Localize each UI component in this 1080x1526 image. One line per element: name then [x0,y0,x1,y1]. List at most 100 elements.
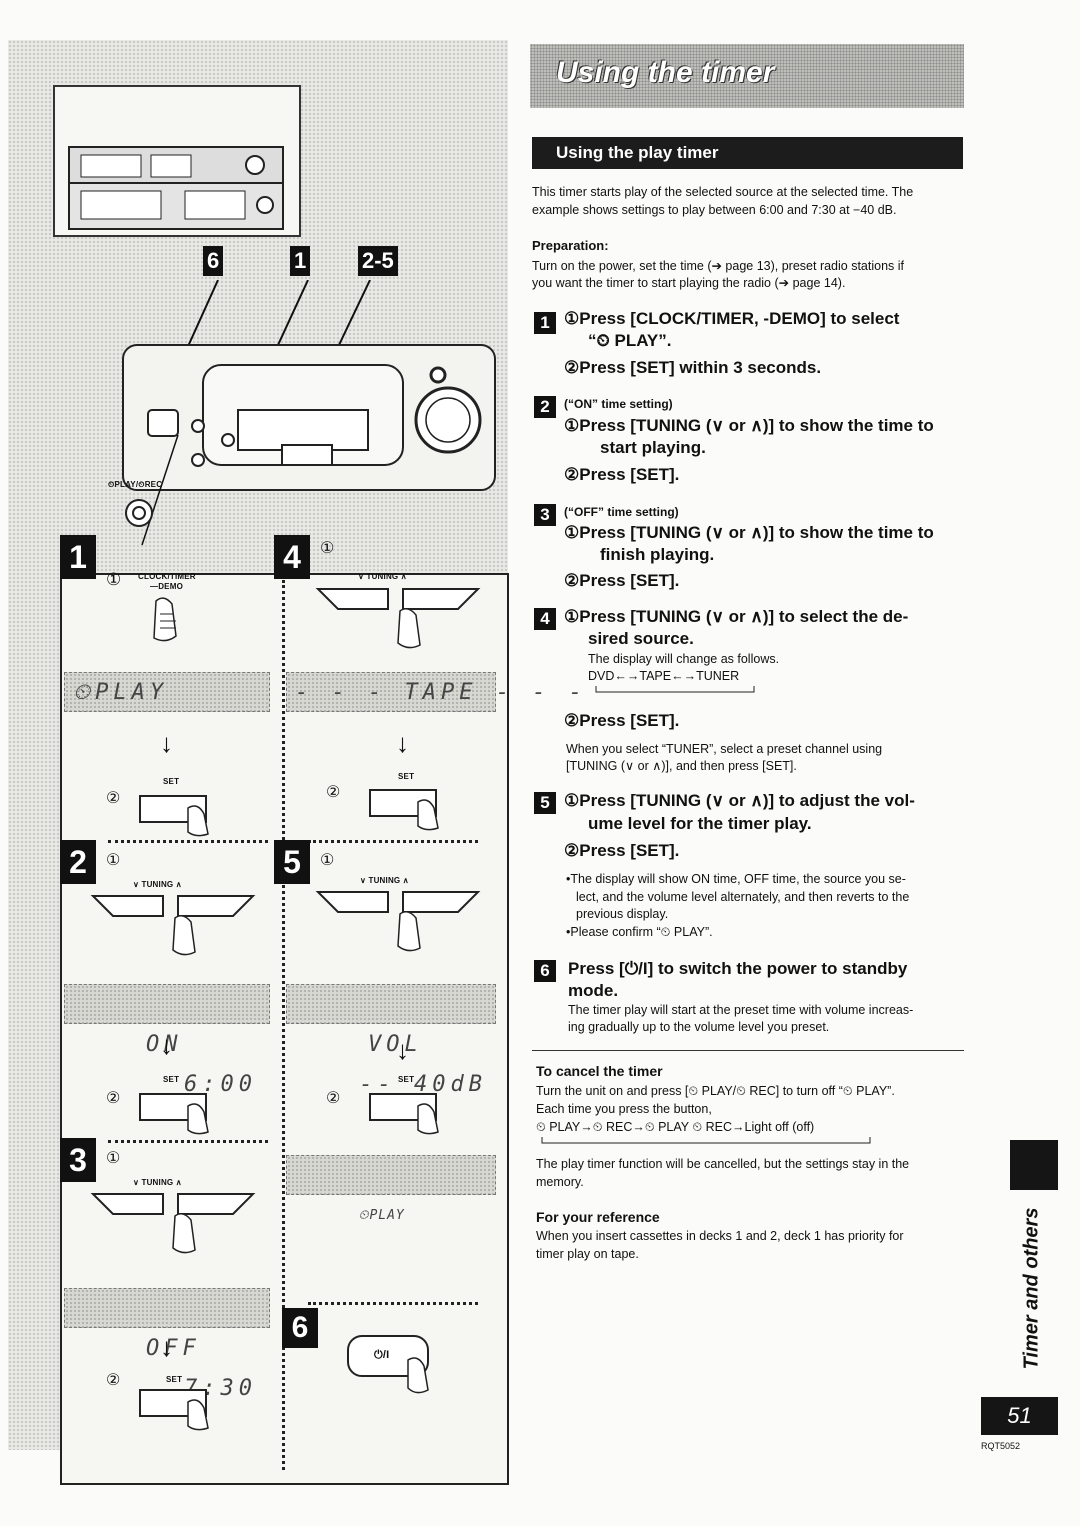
page-title-banner: Using the timer [530,44,964,108]
tuning-label: ∨ TUNING ∧ [358,572,407,581]
step-circle-1: ① [106,852,121,869]
cancel-heading: To cancel the timer [536,1063,663,1079]
step3-instruction-cont: finish playing. [600,545,715,564]
panel-number-3: 3 [60,1138,96,1182]
step-number-4: 4 [534,608,556,630]
step6-instruction: Press [⏻/I] to switch the power to stand… [568,959,908,978]
clock-timer-label: CLOCK/TIMER [138,572,196,581]
intro-line-1: This timer starts play of the selected s… [532,185,914,199]
step4-tip-1: When you select “TUNER”, select a preset… [566,742,883,756]
reference-line-1: When you insert cassettes in decks 1 and… [536,1229,904,1243]
step-circle-2: ② [106,1372,121,1389]
step-circle-1: ① [106,1150,121,1167]
reference-heading: For your reference [536,1209,660,1225]
preparation-heading: Preparation: [532,238,609,253]
tuning-buttons-icon[interactable] [308,888,493,958]
set-label: SET [163,1075,180,1084]
step6-instruction-cont: mode. [568,981,619,1000]
set-label: SET [166,1375,183,1384]
side-tab-marker [1010,1140,1058,1190]
divider [108,1140,268,1143]
step2-note: (“ON” time setting) [564,397,673,411]
tuning-buttons-icon[interactable] [308,585,493,655]
loop-arrow-icon [541,1137,871,1144]
step5-bullet-2: •Please confirm “⏲ PLAY”. [566,925,713,939]
side-tab: Timer and others [997,1205,1067,1375]
set-button-icon[interactable] [368,782,448,832]
lcd-off-label: OFF [145,1336,201,1361]
set-button-icon[interactable] [368,1086,448,1136]
lcd-display-timer-play: ⏲PLAY [286,1155,496,1223]
page-title: Using the timer [556,56,775,89]
step4-description: The display will change as follows. [588,652,780,666]
step-number-5: 5 [534,792,556,814]
step2-instruction-2: ②Press [SET]. [564,465,680,484]
page-number: 51 [981,1397,1058,1435]
tuning-label: ∨ TUNING ∧ [360,876,409,885]
step-circle-2: ② [326,1090,341,1107]
divider [308,1302,478,1305]
lcd-display-tape: - - - TAPE - - - [286,672,582,712]
tag-step-1: 1 [290,246,311,276]
step2-instruction: ①Press [TUNING (∨ or ∧)] to show the tim… [564,416,934,435]
step4-instruction-2: ②Press [SET]. [564,711,680,730]
cancel-line-2: Each time you press the button, [536,1102,712,1116]
divider [532,1050,964,1051]
step-circle-1: ① [320,540,335,557]
set-button-icon[interactable] [138,1086,218,1136]
demo-label: —DEMO [150,582,183,591]
front-panel-drawing [122,280,496,546]
step-number-2: 2 [534,396,556,418]
hand-press-icon [153,597,177,642]
step4-source-flow: DVD←→TAPE←→TUNER [588,669,740,683]
step1-instruction: ①Press [CLOCK/TIMER, -DEMO] to select [564,309,900,328]
step6-description-1: The timer play will start at the preset … [568,1003,914,1017]
step3-instruction: ①Press [TUNING (∨ or ∧)] to show the tim… [564,523,934,542]
stereo-unit-thumbnail [53,85,301,237]
lcd-display-volume: VOL -- 40dB [286,984,496,1097]
panel-number-5: 5 [274,840,310,884]
panel-number-4: 4 [274,535,310,579]
lcd-timer-play-indicator: ⏲PLAY [358,1208,405,1223]
lcd-vol-value: -- 40dB [359,1072,487,1097]
tuning-buttons-icon[interactable] [83,1190,268,1260]
cancel-line-5: memory. [536,1175,584,1189]
step-number-3: 3 [534,504,556,526]
side-tab-label: Timer and others [1020,1207,1043,1370]
intro-line-2: example shows settings to play between 6… [532,203,897,217]
step-number-6: 6 [534,960,556,982]
section-heading: Using the play timer [532,137,963,169]
column-divider [282,580,285,1470]
arrow-down-icon: ↓ [160,1332,173,1362]
step5-instruction: ①Press [TUNING (∨ or ∧)] to adjust the v… [564,791,915,810]
step2-instruction-cont: start playing. [600,438,706,457]
step1-instruction-2: ②Press [SET] within 3 seconds. [564,358,822,377]
step3-note: (“OFF” time setting) [564,505,679,519]
play-rec-button-icon [125,499,153,527]
set-label: SET [398,1075,415,1084]
step-circle-2: ② [326,784,341,801]
set-button-icon[interactable] [138,1382,218,1432]
cancel-line-1: Turn the unit on and press [⏲ PLAY/⏲ REC… [536,1084,895,1098]
arrow-down-icon: ↓ [396,1035,409,1065]
panel-number-2: 2 [60,840,96,884]
power-button-icon[interactable] [344,1330,444,1400]
step5-instruction-cont: ume level for the timer play. [588,814,812,833]
document-code: RQT5052 [981,1441,1021,1451]
play-rec-button-label: ⏲PLAY/⏲REC [108,480,163,489]
lcd-display-play: ⏲PLAY [64,672,270,712]
tuning-label: ∨ TUNING ∧ [133,1178,182,1187]
panel-number-1: 1 [60,535,96,579]
lcd-on-time: 6:00 [184,1072,257,1097]
arrow-down-icon: ↓ [160,728,173,758]
illustration-panel: 6 1 2-5 ⏲PLAY/⏲REC 1 ① CLOCK/TIMER —DEMO [8,40,582,1485]
step-circle-1: ① [106,570,122,589]
tuning-buttons-icon[interactable] [83,892,268,962]
set-label: SET [398,772,415,781]
cancel-sequence: ⏲ PLAY→⏲ REC→⏲ PLAY ⏲ REC→Light off (off… [536,1120,815,1134]
set-button-icon[interactable] [138,788,218,838]
step-circle-2: ② [106,1090,121,1107]
tag-step-2-5: 2-5 [358,246,398,276]
arrow-down-icon: ↓ [396,728,409,758]
divider [108,840,268,843]
